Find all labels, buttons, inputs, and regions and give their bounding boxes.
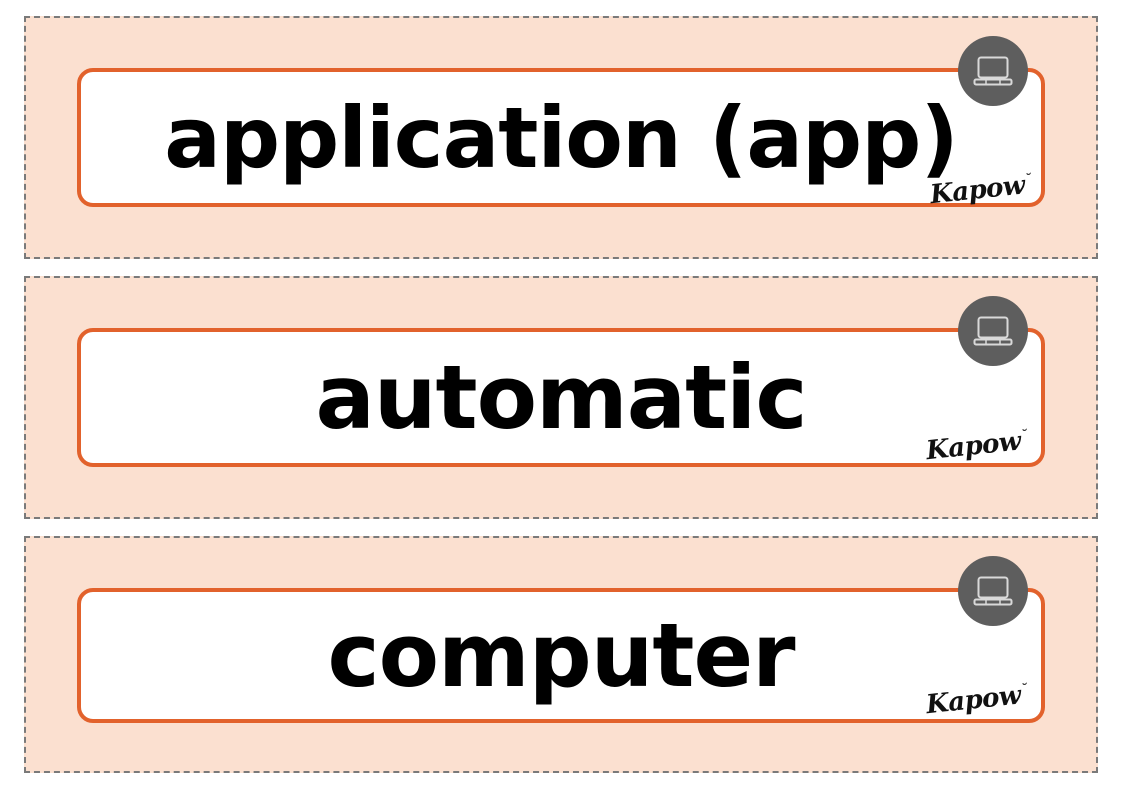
word-card: computer [77, 588, 1045, 723]
word-card: application (app) [77, 68, 1045, 207]
laptop-icon [958, 36, 1028, 106]
laptop-icon [958, 296, 1028, 366]
word-card-panel: automatic Kapow˘ [24, 276, 1098, 519]
word-card-panel: application (app) Kapow˘ [24, 16, 1098, 259]
word-label: automatic [315, 345, 807, 449]
word-card-panel: computer Kapow˘ [24, 536, 1098, 773]
word-card: automatic [77, 328, 1045, 467]
word-label: application (app) [164, 88, 958, 187]
word-label: computer [327, 603, 795, 707]
laptop-icon [958, 556, 1028, 626]
